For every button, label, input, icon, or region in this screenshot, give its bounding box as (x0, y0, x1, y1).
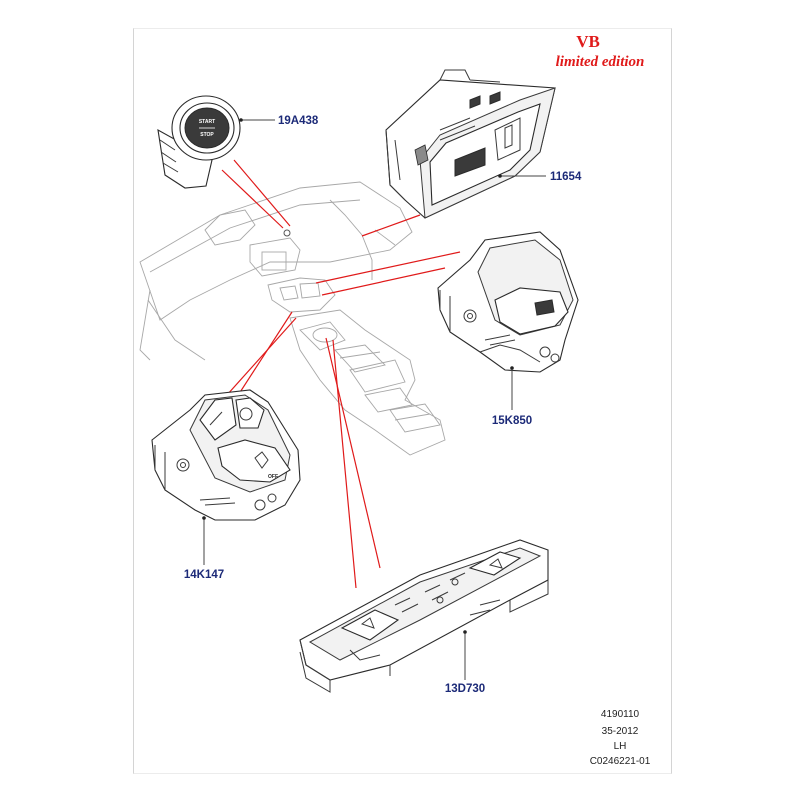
pointer-line (321, 267, 446, 296)
page-frame (133, 28, 672, 774)
callout-label: 19A438 (278, 115, 319, 127)
callout-11654: 11654 (498, 171, 582, 183)
pointer-lines (217, 159, 461, 589)
branding-line1: VB (576, 32, 600, 51)
callout-13D730: 13D730 (445, 630, 485, 695)
start-stop-switch-illustration: START STOP (157, 95, 241, 189)
branding: VB limited edition (556, 32, 645, 70)
callout-label: 14K147 (184, 569, 224, 581)
console-bezel-illustration (385, 69, 556, 219)
pointer-line (315, 251, 461, 284)
svg-text:START: START (199, 119, 215, 125)
pointer-line (233, 159, 291, 227)
callout-15K850: 15K850 (492, 366, 532, 427)
switch-location-marker (283, 229, 291, 237)
pointer-line (221, 169, 284, 229)
callout-14K147: 14K147 (184, 516, 224, 581)
reference-line4: C0246221-01 (590, 756, 651, 767)
dashboard-illustration (139, 181, 446, 456)
callout-19A438: 19A438 (239, 115, 319, 127)
reference-line2: 35-2012 (602, 726, 639, 737)
pointer-line (325, 337, 381, 569)
right-switch-module-illustration (437, 231, 579, 373)
reference-line3: LH (614, 741, 627, 752)
callout-label: 15K850 (492, 415, 532, 427)
pointer-line (234, 311, 293, 401)
reference-line1: 4190110 (601, 709, 640, 720)
svg-text:STOP: STOP (200, 132, 214, 138)
branding-line2: limited edition (556, 54, 645, 70)
svg-text:OFF: OFF (268, 474, 278, 480)
console-switch-panel-illustration (299, 539, 549, 693)
pointer-line (332, 339, 357, 589)
callout-label: 11654 (550, 171, 582, 183)
pointer-line (361, 214, 421, 237)
callout-label: 13D730 (445, 683, 485, 695)
pointer-line (217, 317, 297, 406)
reference-block: 4190110 35-2012 LH C0246221-01 (590, 709, 651, 767)
left-switch-module-illustration: OFF (151, 389, 301, 521)
